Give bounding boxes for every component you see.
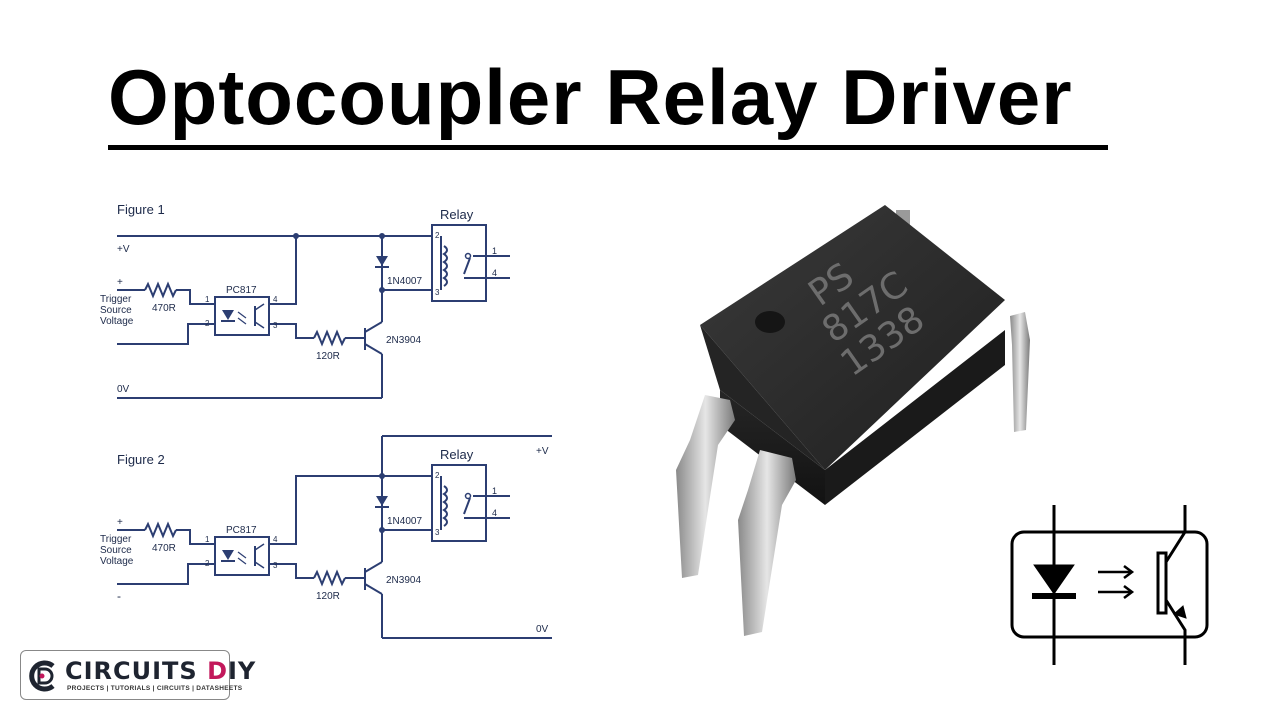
figure-2-schematic: Figure 2 <box>100 435 552 639</box>
figure-2-pin4: 4 <box>273 535 278 544</box>
figure-1-supply-label: +V <box>117 244 130 255</box>
figure-2-diode-label: 1N4007 <box>387 516 422 527</box>
figure-1-input-label-2: Source <box>100 305 132 316</box>
figure-1-pin4: 4 <box>273 295 278 304</box>
led-triangle-icon <box>1033 564 1075 595</box>
figure-1-pin1: 1 <box>205 295 210 304</box>
chip-body <box>700 205 1005 470</box>
figure-1-input-label-3: Voltage <box>100 316 134 327</box>
figure-1-opto-label: PC817 <box>226 285 257 296</box>
figure-1-diode-icon <box>376 256 388 266</box>
chip-pin-front-right <box>738 450 796 636</box>
figure-1-relay-pin2: 2 <box>435 231 440 240</box>
figure-2-pin1: 1 <box>205 535 210 544</box>
figure-1-diode-label: 1N4007 <box>387 276 422 287</box>
figure-2-relay-label: Relay <box>440 447 474 462</box>
circuits-diy-logo[interactable]: CIRCUITS DIY PROJECTS | TUTORIALS | CIRC… <box>20 650 255 700</box>
figure-2-relay-pin2: 2 <box>435 471 440 480</box>
pc817-chip-illustration: PS 817C 1338 <box>676 205 1030 636</box>
figure-1-input-label-1: Trigger <box>100 294 132 305</box>
figure-1-ground-label: 0V <box>117 384 130 395</box>
figure-2-input-label-1: Trigger <box>100 534 132 545</box>
figure-2-opto-label: PC817 <box>226 525 257 536</box>
figure-1-contact1: 1 <box>492 246 497 256</box>
figure-2-caption: Figure 2 <box>117 452 165 467</box>
figure-2-input-minus: - <box>117 589 121 603</box>
figure-1-led-icon <box>222 310 234 320</box>
figure-2-ground-label: 0V <box>536 624 549 635</box>
figure-2-supply-label: +V <box>536 446 549 457</box>
logo-name-part1: CIRCUITS <box>65 657 208 685</box>
figure-2-input-plus: + <box>117 517 123 528</box>
light-arrows-icon <box>1098 565 1135 599</box>
figure-2-transistor-label: 2N3904 <box>386 575 421 586</box>
figure-1-pin3: 3 <box>273 321 278 330</box>
page-title: Optocoupler Relay Driver <box>108 53 1073 141</box>
figure-2-contact4: 4 <box>492 508 497 518</box>
figure-1-relay-pin3: 3 <box>435 288 440 297</box>
logo-name-part3: IY <box>228 657 257 685</box>
figure-1-relay-label: Relay <box>440 207 474 222</box>
figure-2-pin3: 3 <box>273 561 278 570</box>
figure-1-base-resistor-label: 120R <box>316 351 340 362</box>
logo-tagline: PROJECTS | TUTORIALS | CIRCUITS | DATASH… <box>67 685 243 692</box>
figure-2-pin2: 2 <box>205 559 210 568</box>
figure-2-led-icon <box>222 550 234 560</box>
figure-2-input-label-2: Source <box>100 545 132 556</box>
figure-2-diode-icon <box>376 496 388 506</box>
figure-2-relay-pin3: 3 <box>435 528 440 537</box>
figure-2-input-label-3: Voltage <box>100 556 134 567</box>
optocoupler-symbol <box>1010 505 1209 665</box>
figure-2-base-resistor-label: 120R <box>316 591 340 602</box>
title-underline <box>108 145 1108 150</box>
figure-1-pin2: 2 <box>205 319 210 328</box>
figure-1-transistor-label: 2N3904 <box>386 335 421 346</box>
chip-pin1-dot <box>755 311 785 333</box>
chip-pin-back-right <box>1010 312 1030 432</box>
emitter-arrow-icon <box>1173 605 1187 619</box>
chip-pin-front-left <box>676 395 735 578</box>
figure-1-wires <box>117 224 510 399</box>
figure-1-schematic: Figure 1 <box>100 202 510 399</box>
figure-1-input-resistor-label: 470R <box>152 303 176 314</box>
figure-1-input-plus: + <box>117 277 123 288</box>
figure-1-caption: Figure 1 <box>117 202 165 217</box>
figure-2-input-resistor-label: 470R <box>152 543 176 554</box>
figure-1-contact4: 4 <box>492 268 497 278</box>
logo-mark-icon <box>29 660 55 692</box>
figure-2-wires <box>117 435 552 639</box>
logo-name-accent: D <box>207 657 228 685</box>
figure-2-contact1: 1 <box>492 486 497 496</box>
logo-name: CIRCUITS DIY <box>65 657 256 685</box>
